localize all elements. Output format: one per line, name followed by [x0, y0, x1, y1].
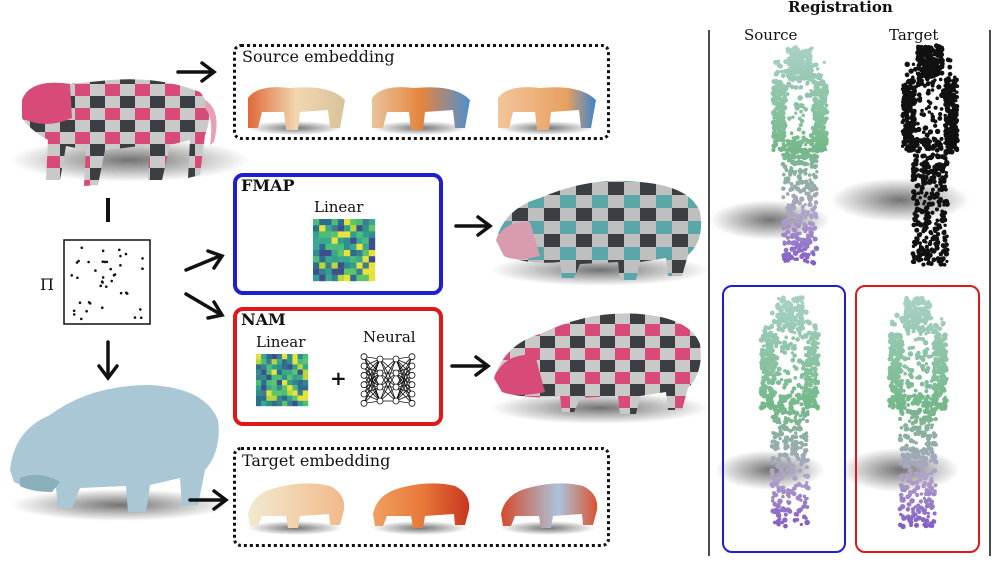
- target-embedding-box: [233, 447, 610, 547]
- registration-target-label: Target: [889, 26, 939, 44]
- target-hippo-render: [10, 385, 230, 521]
- arrow-nam-to-result: [450, 355, 491, 377]
- fmap-heatmap: [313, 219, 376, 282]
- fmap-label: FMAP: [241, 176, 295, 195]
- nam-heatmap: [256, 354, 309, 407]
- source-embedding-lions: [247, 87, 596, 135]
- nam-registration-box: [855, 285, 980, 553]
- permutation-matrix: [63, 239, 151, 325]
- arrow-to-fmap: [184, 249, 225, 272]
- fmap-box: [233, 173, 443, 295]
- neural-network-icon: [360, 353, 416, 407]
- nam-label: NAM: [241, 310, 286, 329]
- fmap-registration-box: [722, 285, 846, 553]
- fmap-registration-point-cloud: [758, 295, 821, 529]
- arrow-to-nam: [184, 292, 225, 320]
- nam-box: [233, 307, 443, 426]
- pi-label: Π: [40, 275, 54, 294]
- source-embedding-label: Source embedding: [242, 47, 395, 66]
- nam-result-hippo: [490, 313, 710, 424]
- arrow-to-source-embedding: [176, 61, 217, 83]
- target-point-cloud: [900, 43, 960, 267]
- fmap-linear-label: Linear: [314, 198, 364, 216]
- nam-linear-label: Linear: [256, 333, 306, 351]
- arrow-down-to-target: [97, 340, 119, 381]
- target-embedding-hippos: [247, 483, 598, 535]
- arrow-fmap-to-result: [454, 215, 493, 237]
- arrow-to-target-embedding: [188, 489, 229, 511]
- source-point-cloud: [770, 45, 830, 266]
- fmap-result-hippo: [490, 180, 710, 286]
- source-lion-render: [10, 79, 250, 186]
- source-embedding-box: [233, 44, 610, 140]
- plus-sign: +: [330, 366, 347, 390]
- target-embedding-label: Target embedding: [242, 451, 391, 470]
- registration-title: Registration: [788, 0, 893, 16]
- neural-label: Neural: [363, 328, 416, 346]
- nam-registration-point-cloud: [886, 295, 949, 530]
- registration-source-label: Source: [744, 26, 798, 44]
